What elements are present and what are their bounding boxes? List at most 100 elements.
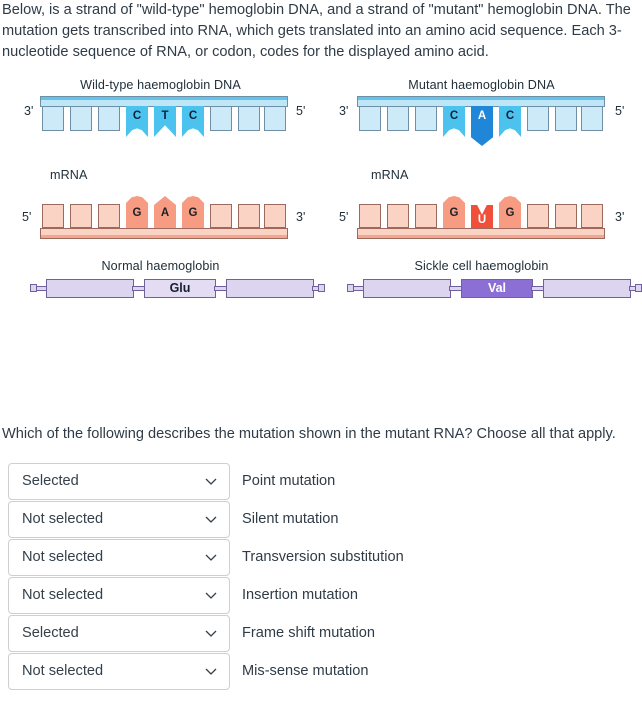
answer-row: Selected Point mutation (8, 462, 638, 500)
mrna-base (387, 204, 409, 228)
dna-base (527, 106, 549, 131)
protein-segment (46, 279, 134, 298)
mrna-base (555, 204, 577, 228)
wild-protein-caption: Normal haemoglobin (101, 259, 220, 273)
question-text: Which of the following describes the mut… (2, 426, 616, 442)
mrna-base (359, 204, 381, 228)
mrna-base-row: G A G (40, 187, 288, 228)
dna-base (581, 106, 603, 131)
dna-base (70, 106, 92, 131)
mutant-dna-strand: C A C (357, 96, 605, 152)
protein-segment (226, 279, 314, 298)
dna-base (98, 106, 120, 131)
mrna-base-g1: G (443, 196, 465, 228)
dna-base-a-mutation: A (471, 106, 493, 146)
mutant-panel: Mutant haemoglobin DNA 3' 5' C A C mRNA … (321, 72, 642, 322)
answer-select-value: Not selected (22, 663, 104, 679)
mrna-base-row: G U G (357, 187, 605, 228)
protein-segment (543, 279, 631, 298)
wild-mrna-right-end: 3' (296, 210, 306, 224)
mrna-base-g2: G (182, 196, 204, 228)
answer-select-value: Selected (22, 473, 79, 489)
wild-protein-chain: Glu (30, 277, 325, 301)
mutant-mrna-left-end: 5' (339, 210, 349, 224)
answer-label: Frame shift mutation (242, 625, 376, 641)
dna-base (42, 106, 64, 131)
answer-label: Point mutation (242, 473, 336, 489)
chevron-down-icon (203, 587, 219, 603)
mutant-dna-right-end: 5' (615, 104, 625, 118)
dna-base-c1: C (443, 106, 465, 137)
wild-dna-strand: C T C (40, 96, 288, 152)
answer-row: Not selected Mis-sense mutation (8, 652, 638, 690)
dna-base-row: C T C (40, 106, 288, 152)
mrna-base (238, 204, 260, 228)
answer-select-value: Not selected (22, 587, 104, 603)
mrna-base-g1: G (126, 196, 148, 228)
answer-row: Selected Frame shift mutation (8, 614, 638, 652)
dna-base-t: T (154, 106, 176, 137)
answer-select-value: Not selected (22, 511, 104, 527)
answer-row: Not selected Silent mutation (8, 500, 638, 538)
mrna-base-a: A (154, 196, 176, 228)
answer-rows: Selected Point mutation Not selected Sil… (8, 462, 638, 690)
chevron-down-icon (203, 625, 219, 641)
answer-select-mis-sense-mutation[interactable]: Not selected (8, 652, 230, 690)
dna-base (359, 106, 381, 131)
chevron-down-icon (203, 549, 219, 565)
mrna-base (70, 204, 92, 228)
mutant-protein-chain: Val (347, 277, 642, 301)
mrna-base-u-mutation: U (471, 205, 493, 228)
protein-segment (363, 279, 451, 298)
chevron-down-icon (203, 663, 219, 679)
answer-label: Insertion mutation (242, 587, 359, 603)
mrna-base-g2: G (499, 196, 521, 228)
dna-base-c2: C (182, 106, 204, 137)
dna-base (210, 106, 232, 131)
answer-row: Not selected Insertion mutation (8, 576, 638, 614)
mutant-protein-caption: Sickle cell haemoglobin (414, 259, 549, 273)
mrna-backbone (357, 228, 605, 239)
mrna-backbone (40, 228, 288, 239)
wild-dna-right-end: 5' (296, 104, 306, 118)
mrna-base (581, 204, 603, 228)
mrna-base (264, 204, 286, 228)
dna-base-c2: C (499, 106, 521, 137)
answer-select-point-mutation[interactable]: Selected (8, 462, 230, 500)
answer-row: Not selected Transversion substitution (8, 538, 638, 576)
answer-select-value: Selected (22, 625, 79, 641)
protein-amino-acid: Glu (144, 279, 216, 298)
chevron-down-icon (203, 473, 219, 489)
mutant-mrna-right-end: 3' (615, 210, 625, 224)
protein-amino-acid-mutant: Val (461, 279, 533, 298)
answer-select-insertion-mutation[interactable]: Not selected (8, 576, 230, 614)
intro-paragraph: Below, is a strand of "wild-type" hemogl… (2, 2, 635, 60)
answer-label: Transversion substitution (242, 549, 404, 565)
wild-mrna-left-end: 5' (22, 210, 32, 224)
dna-base (555, 106, 577, 131)
mutant-dna-caption: Mutant haemoglobin DNA (408, 78, 555, 92)
answer-select-transversion-substitution[interactable]: Not selected (8, 538, 230, 576)
chevron-down-icon (203, 511, 219, 527)
mrna-base (210, 204, 232, 228)
mrna-base (527, 204, 549, 228)
answer-select-silent-mutation[interactable]: Not selected (8, 500, 230, 538)
answer-label: Silent mutation (242, 511, 339, 527)
mrna-base (42, 204, 64, 228)
mutant-mrna-caption: mRNA (371, 168, 409, 182)
wild-mrna-strand: G A G (40, 187, 288, 239)
wild-dna-left-end: 3' (24, 104, 34, 118)
wild-mrna-caption: mRNA (50, 168, 88, 182)
protein-end-cap (318, 284, 325, 292)
dna-base (415, 106, 437, 131)
mrna-base (415, 204, 437, 228)
dna-base (238, 106, 260, 131)
dna-base-c1: C (126, 106, 148, 137)
dna-base (264, 106, 286, 131)
answer-select-frame-shift-mutation[interactable]: Selected (8, 614, 230, 652)
mutant-dna-left-end: 3' (339, 104, 349, 118)
mutation-figure: Wild-type haemoglobin DNA 3' 5' C T C mR… (0, 72, 642, 322)
mutant-mrna-strand: G U G (357, 187, 605, 239)
mrna-base (98, 204, 120, 228)
dna-base-row: C A C (357, 106, 605, 152)
